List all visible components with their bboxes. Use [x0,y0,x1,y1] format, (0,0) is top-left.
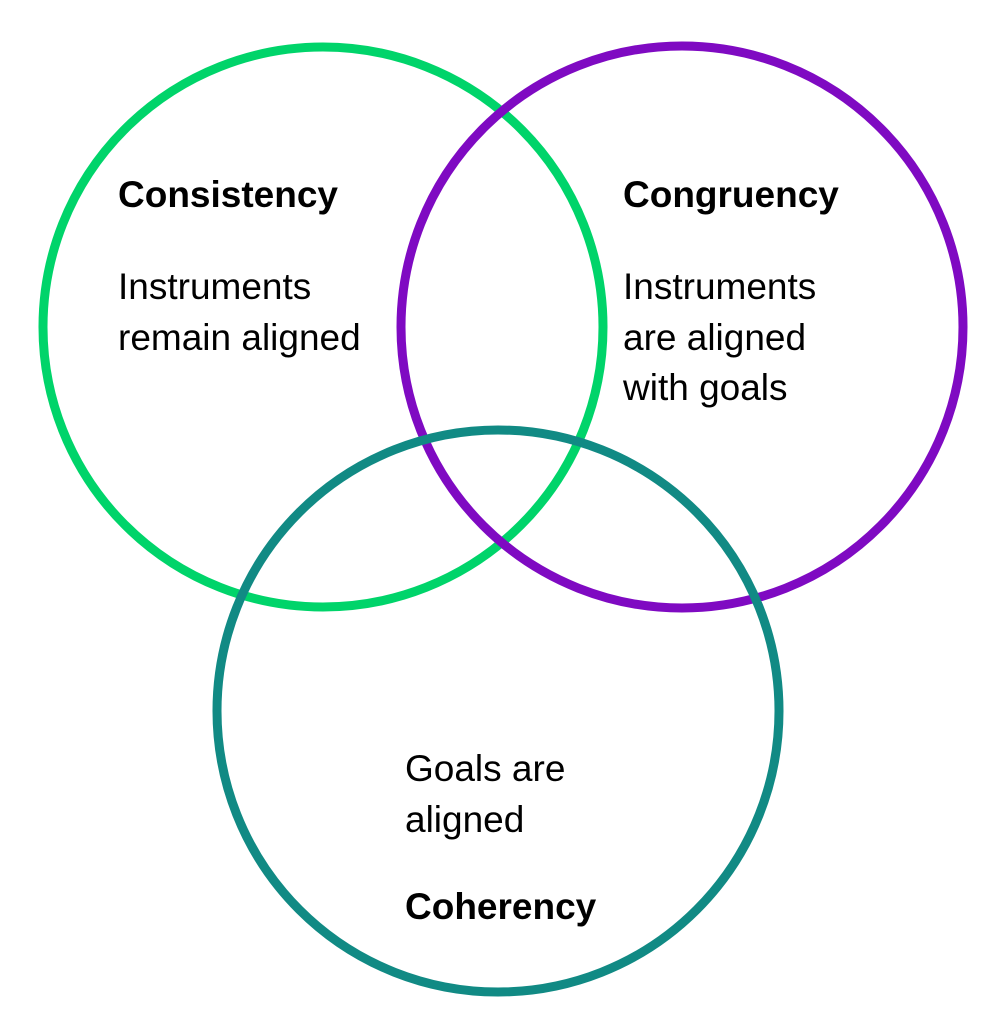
consistency-circle [38,42,608,612]
coherency-title: Coherency [405,886,597,927]
consistency-description-line: Instruments [118,266,312,307]
congruency-description-line: with goals [623,367,788,409]
congruency-description: Instruments are aligned with goals [623,262,816,414]
coherency-description-line: Goals are [405,748,566,789]
congruency-circle [396,41,968,613]
coherency-description: Goals are aligned [405,744,565,845]
coherency-description-line: aligned [405,798,525,840]
congruency-description-line: are aligned [623,316,807,358]
congruency-title: Congruency [623,174,839,215]
consistency-description: Instruments remain aligned [118,262,361,363]
consistency-title: Consistency [118,174,339,215]
coherency-circle [212,425,784,997]
congruency-description-line: Instruments [623,266,817,307]
consistency-description-line: remain aligned [118,316,361,358]
